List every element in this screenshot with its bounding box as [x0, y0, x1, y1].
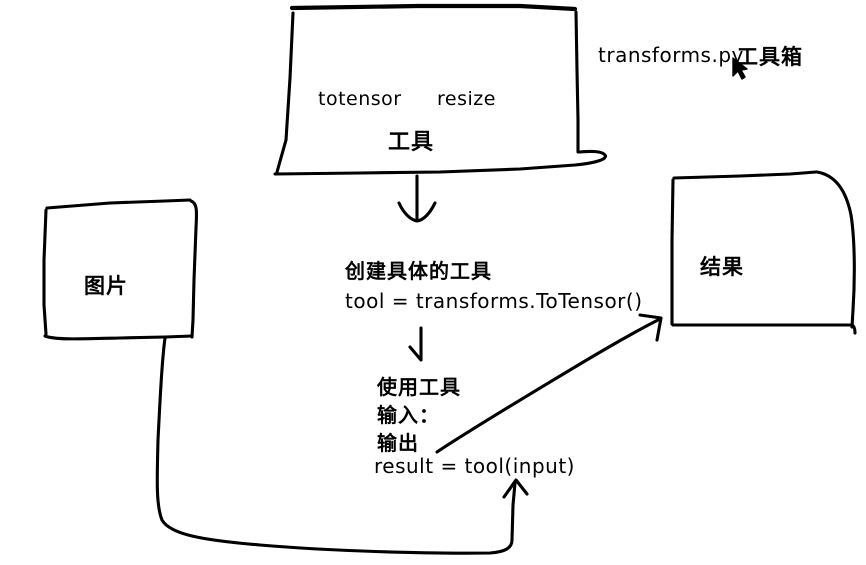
toolbox-edge-right — [574, 10, 580, 154]
toolbox-item-resize: resize — [437, 88, 496, 110]
arrow-use-to-result-head — [638, 313, 663, 342]
image-edge-top — [45, 198, 192, 210]
arrow-image-to-use-head — [502, 478, 529, 499]
title-toolbox-cjk: 工具箱 — [737, 45, 803, 69]
result-edge-right — [815, 170, 856, 329]
image-edge-bottom — [43, 334, 194, 341]
result-edge-left — [670, 178, 675, 326]
use-step-input-label: 输入： — [377, 403, 440, 427]
result-box-label: 结果 — [700, 255, 744, 279]
arrow-use-to-result-shaft — [435, 317, 662, 454]
image-edge-left — [42, 208, 48, 336]
image-edge-right — [189, 199, 199, 339]
title-code-transforms-py: transforms.py — [598, 43, 744, 67]
create-step-code: tool = transforms.ToTensor() — [345, 289, 643, 313]
toolbox-label: 工具 — [388, 130, 435, 155]
arrow-toolbox-to-create-head — [397, 201, 437, 223]
use-step-output-label: 输出 — [377, 431, 419, 455]
toolbox-edge-top — [289, 3, 578, 12]
mouse-cursor-icon — [732, 57, 748, 80]
toolbox-edge-left — [275, 11, 295, 174]
image-box-label: 图片 — [84, 274, 128, 298]
arrow-image-to-use-shaft — [155, 336, 517, 555]
toolbox-item-totensor: totensor — [318, 88, 402, 110]
toolbox-edge-bottom — [273, 149, 607, 176]
arrow-create-to-use-head — [408, 345, 423, 362]
result-edge-bottom — [671, 323, 857, 335]
result-edge-top — [672, 170, 818, 180]
use-step-code: result = tool(input) — [374, 454, 575, 478]
use-step-heading: 使用工具 — [377, 375, 461, 399]
create-step-heading: 创建具体的工具 — [345, 259, 492, 283]
